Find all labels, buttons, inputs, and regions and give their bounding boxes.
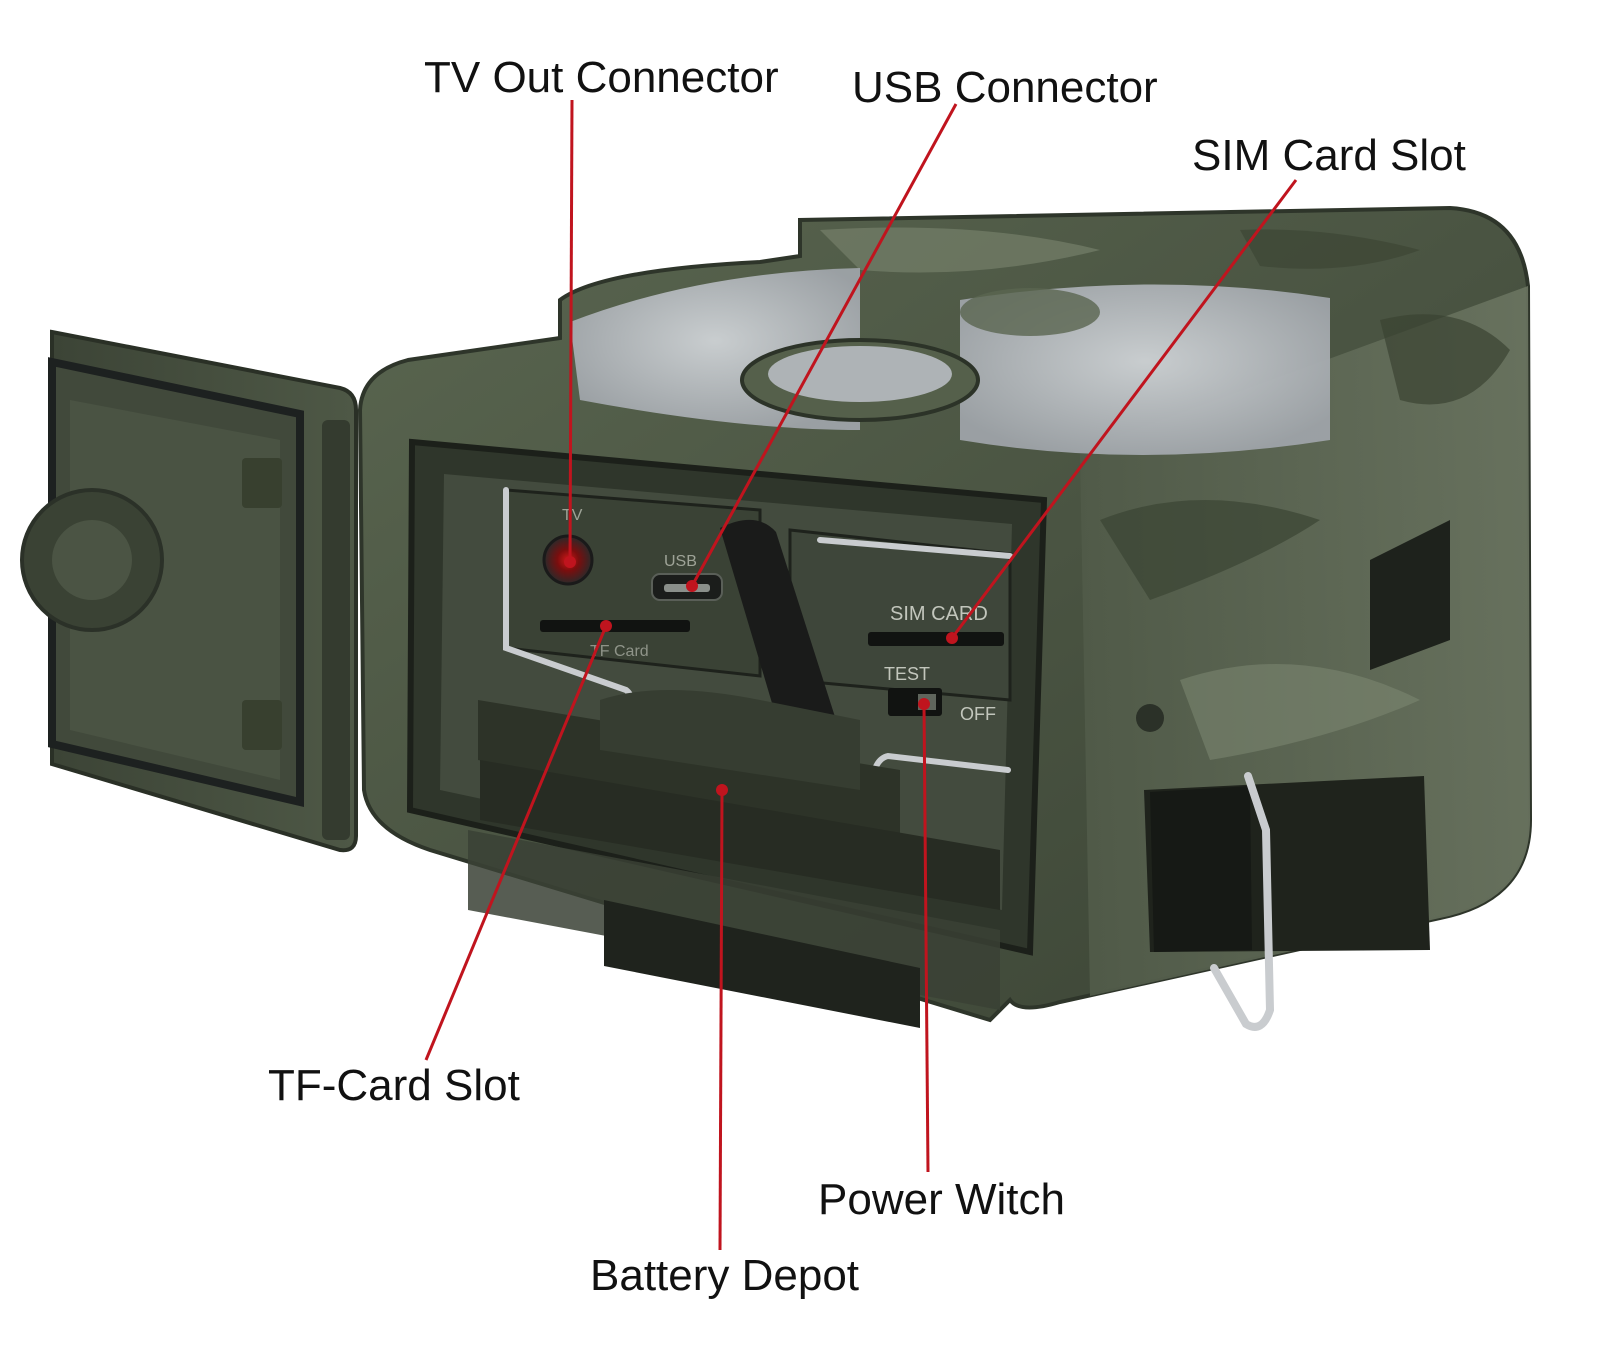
leader-line-usb bbox=[690, 103, 958, 587]
endpoint-power bbox=[918, 698, 930, 710]
leader-line-power bbox=[922, 703, 930, 1173]
leader-endpoints bbox=[564, 556, 958, 796]
label-power-switch: Power Witch bbox=[818, 1175, 1065, 1224]
battery-door bbox=[20, 329, 358, 853]
label-battery-depot: Battery Depot bbox=[590, 1251, 860, 1300]
endpoint-battery bbox=[716, 784, 728, 796]
panel-off-text: OFF bbox=[960, 704, 996, 724]
battery-tray bbox=[468, 690, 1000, 1028]
label-tf-card-slot: TF-Card Slot bbox=[268, 1061, 520, 1110]
endpoint-sim bbox=[946, 632, 958, 644]
label-tv-out-connector: TV Out Connector bbox=[424, 53, 779, 102]
leader-line-sim bbox=[950, 179, 1298, 639]
panel-usb-text: USB bbox=[664, 553, 697, 570]
leader-line-tf bbox=[424, 625, 608, 1061]
leader-line-tv bbox=[568, 99, 574, 563]
panel-tf-text: TF Card bbox=[590, 643, 649, 660]
lens-plate bbox=[570, 268, 1330, 455]
panel-test-text: TEST bbox=[884, 664, 930, 684]
endpoint-tv bbox=[564, 556, 576, 568]
endpoint-usb bbox=[686, 580, 698, 592]
tf-card-slot-icon bbox=[540, 620, 690, 632]
endpoint-tf bbox=[600, 620, 612, 632]
leader-line-battery bbox=[718, 789, 724, 1251]
strap-buckle bbox=[1144, 772, 1430, 1031]
panel-tv-text: TV bbox=[562, 507, 583, 524]
label-sim-card-slot: SIM Card Slot bbox=[1192, 131, 1466, 180]
label-usb-connector: USB Connector bbox=[852, 63, 1158, 112]
leader-lines bbox=[424, 99, 1298, 1251]
sim-card-slot-icon bbox=[868, 632, 1004, 646]
panel-sim-text: SIM CARD bbox=[890, 603, 988, 625]
